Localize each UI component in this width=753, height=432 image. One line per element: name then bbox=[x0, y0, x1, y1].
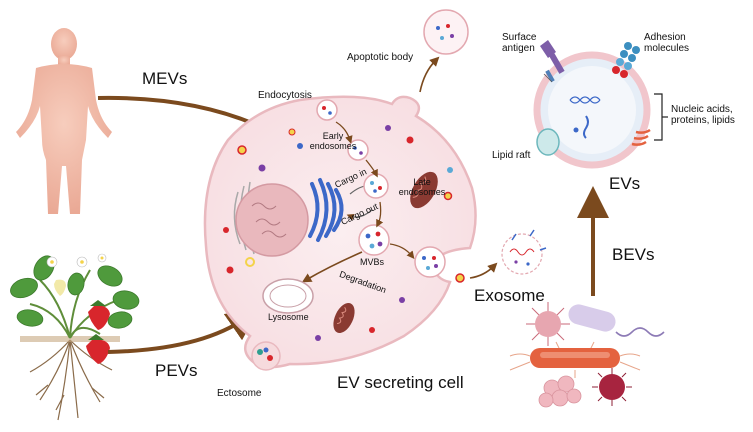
early-endosomes-label: Early endosomes bbox=[306, 131, 360, 152]
surface-antigen-label: Surface antigen bbox=[502, 32, 536, 54]
ev-structure-icon bbox=[533, 40, 668, 169]
exosome-label: Exosome bbox=[474, 286, 545, 305]
strawberry-plant-icon bbox=[10, 253, 140, 421]
adhesion-molecules-label: Adhesion molecules bbox=[644, 32, 689, 54]
early-endosomes-line-1: Early bbox=[322, 131, 344, 141]
bevs-label: BEVs bbox=[612, 245, 655, 264]
nucleic-acids-line-1: Nucleic acids, bbox=[671, 104, 733, 115]
evs-label: EVs bbox=[609, 174, 641, 193]
apoptotic-body-icon bbox=[419, 9, 469, 93]
pevs-label: PEVs bbox=[155, 361, 198, 380]
nucleic-acids-line-2: proteins, lipids bbox=[671, 115, 735, 126]
human-body-icon bbox=[16, 28, 112, 214]
surface-antigen-line-2: antigen bbox=[502, 43, 535, 54]
surface-antigen-line-1: Surface bbox=[502, 32, 537, 43]
nucleic-acids-label: Nucleic acids, proteins, lipids bbox=[671, 104, 735, 126]
mevs-label: MEVs bbox=[142, 69, 188, 88]
late-endosomes-line-1: Late bbox=[413, 177, 431, 187]
late-endosomes-label: Late endosomes bbox=[396, 177, 448, 198]
adhesion-molecules-line-1: Adhesion bbox=[644, 32, 686, 43]
pev-arrow bbox=[107, 308, 260, 354]
early-endosomes-line-2: endosomes bbox=[309, 140, 357, 151]
mvbs-label: MVBs bbox=[360, 257, 385, 267]
ev-secreting-cell bbox=[203, 95, 477, 371]
lipid-raft-label: Lipid raft bbox=[492, 150, 531, 161]
exosome-release-icon bbox=[455, 229, 547, 283]
apoptotic-body-label: Apoptotic body bbox=[347, 52, 414, 63]
adhesion-molecules-line-2: molecules bbox=[644, 43, 690, 54]
ectosome-label: Ectosome bbox=[217, 388, 262, 399]
ev-secreting-cell-label: EV secreting cell bbox=[337, 373, 464, 392]
lysosome-label: Lysosome bbox=[268, 312, 309, 322]
endocytosis-label: Endocytosis bbox=[258, 90, 312, 101]
late-endosomes-line-2: endosomes bbox=[398, 186, 446, 197]
bacteria-cluster-icon bbox=[509, 302, 665, 408]
